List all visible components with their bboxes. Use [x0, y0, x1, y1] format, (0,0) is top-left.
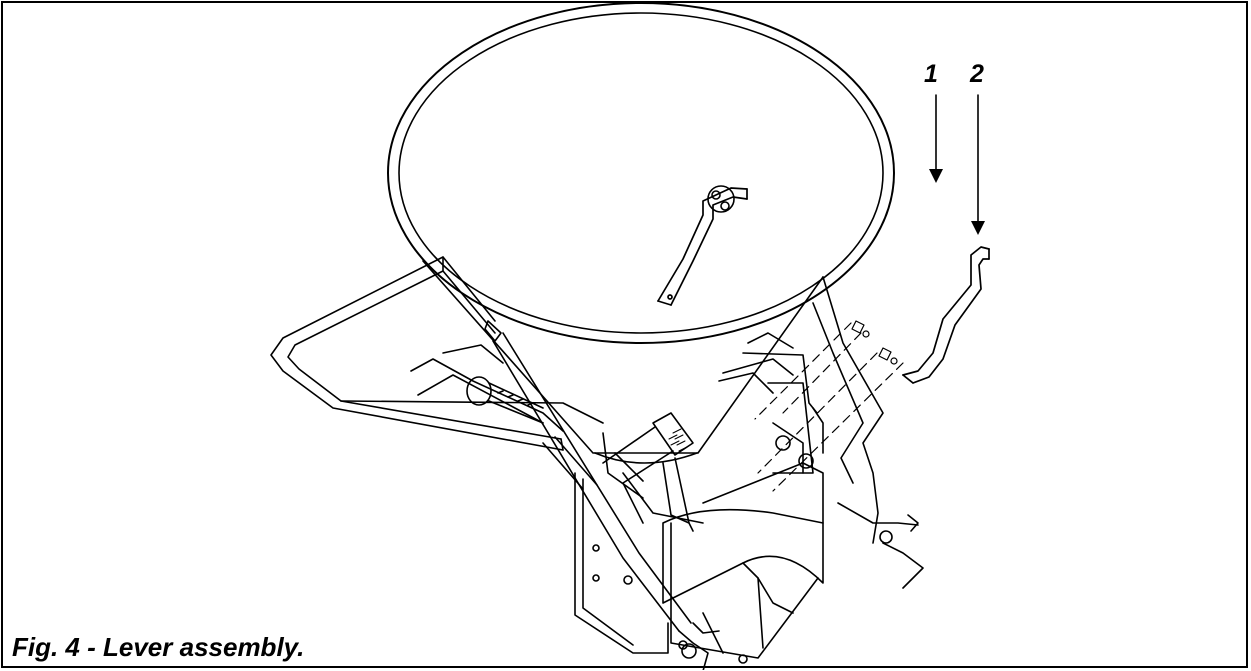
arrow-head-1	[929, 169, 943, 183]
side-arm	[812, 276, 924, 589]
spreader-drawing	[270, 3, 990, 670]
lever-1	[657, 187, 748, 306]
bolts	[851, 320, 898, 365]
assembly-lines	[754, 322, 904, 492]
figure-caption: Fig. 4 - Lever assembly.	[12, 632, 305, 662]
drive-shaft	[410, 320, 564, 432]
tow-frame	[270, 256, 604, 490]
main-lever-rod	[492, 332, 720, 670]
lever-2	[902, 246, 990, 384]
control-plate	[602, 412, 694, 532]
callout-1-label: 1	[924, 60, 938, 88]
hopper	[387, 3, 895, 464]
callout-arrows	[935, 94, 979, 222]
lever-bracket	[718, 332, 824, 474]
callout-2-label: 2	[970, 60, 984, 88]
arrow-head-2	[971, 221, 985, 235]
